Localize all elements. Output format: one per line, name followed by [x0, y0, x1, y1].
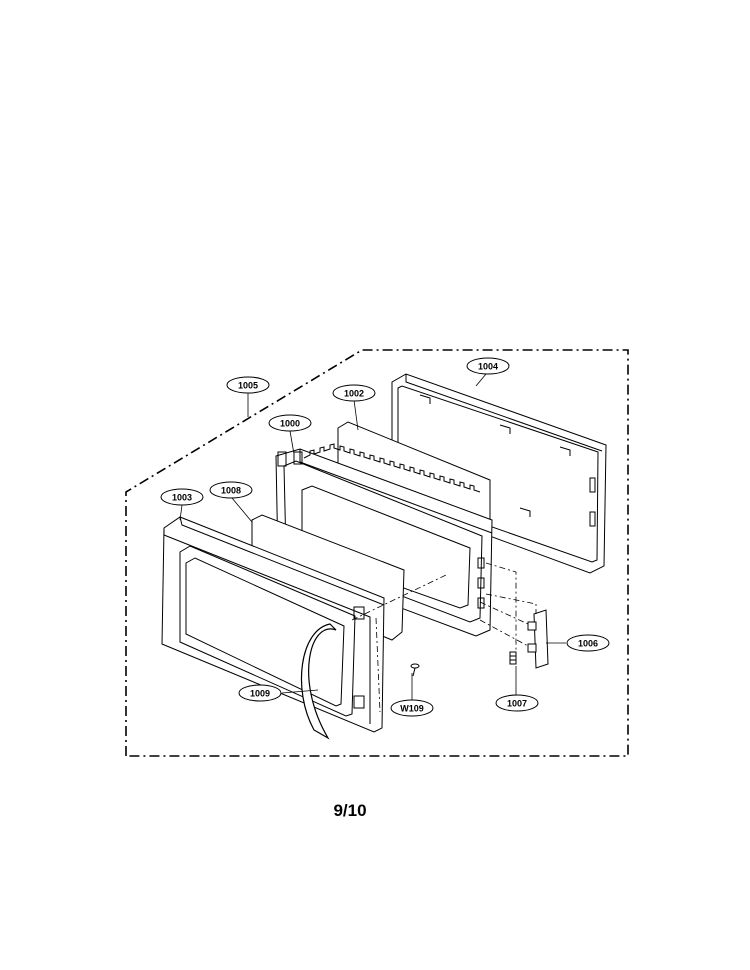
callout-1005-label: 1005 [238, 381, 258, 391]
callout-w109: W109 [390, 699, 434, 717]
callout-1003-label: 1003 [172, 493, 192, 503]
part-1009-handle [300, 623, 337, 740]
callout-1009: 1009 [238, 684, 282, 702]
page-number: 9/10 [333, 801, 367, 820]
callout-1002: 1002 [332, 384, 376, 402]
callout-1007: 1007 [495, 694, 539, 712]
callout-1008-label: 1008 [221, 486, 241, 496]
part-1007-spring [509, 651, 517, 665]
part-1006-latch [527, 609, 549, 669]
callout-1003: 1003 [160, 488, 204, 506]
callout-1005: 1005 [226, 376, 270, 394]
callout-1004-label: 1004 [478, 362, 498, 372]
callout-1002-label: 1002 [344, 389, 364, 399]
callout-1000-label: 1000 [280, 419, 300, 429]
callout-1008: 1008 [209, 481, 253, 499]
callout-w109-label: W109 [400, 704, 424, 714]
callout-1000: 1000 [268, 414, 312, 432]
part-w109-screw [410, 663, 420, 677]
leader-lines [179, 373, 566, 700]
callout-1009-label: 1009 [250, 689, 270, 699]
callout-1004: 1004 [466, 357, 510, 375]
callout-1006-label: 1006 [578, 639, 598, 649]
alignment-lines [351, 562, 537, 713]
callout-1006: 1006 [566, 634, 610, 652]
assembly-boundary [125, 349, 629, 757]
callout-1007-label: 1007 [507, 699, 527, 709]
